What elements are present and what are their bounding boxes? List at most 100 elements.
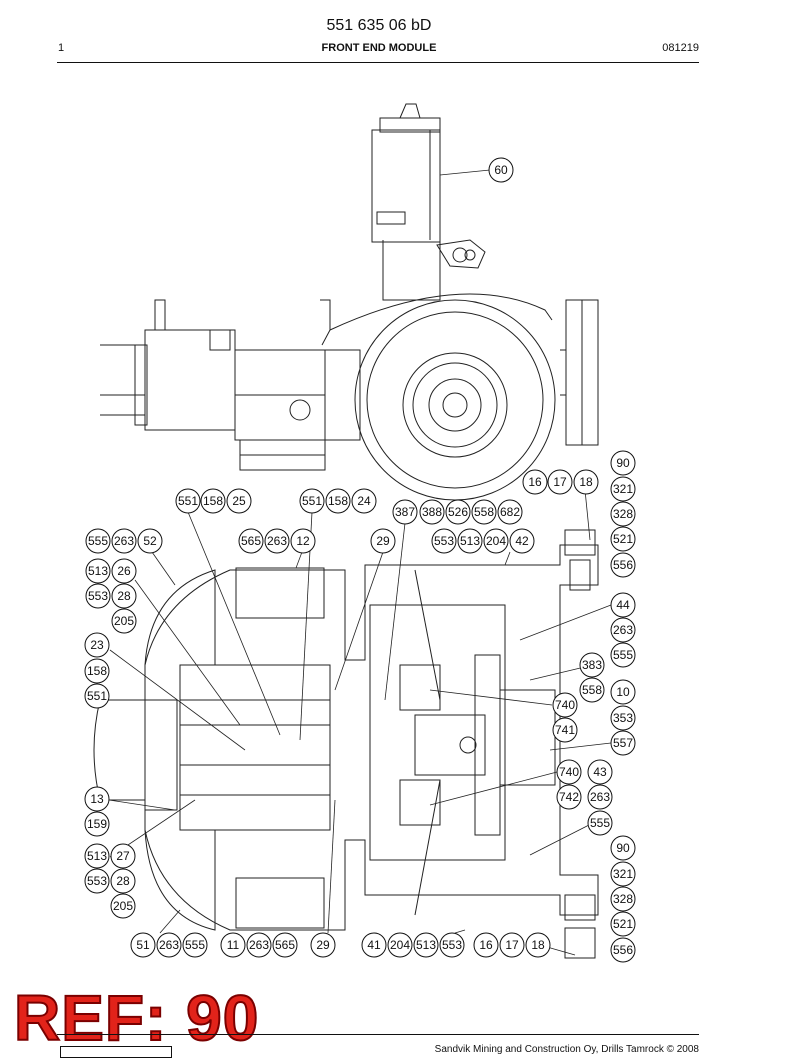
- callout-16: 16: [522, 469, 548, 495]
- callout-25: 25: [226, 488, 252, 514]
- svg-text:42: 42: [515, 534, 529, 548]
- callout-555: 555: [182, 932, 208, 958]
- callout-24: 24: [351, 488, 377, 514]
- svg-text:10: 10: [616, 685, 630, 699]
- svg-text:553: 553: [442, 938, 462, 952]
- svg-text:41: 41: [367, 938, 381, 952]
- svg-text:513: 513: [460, 534, 480, 548]
- svg-text:205: 205: [113, 899, 133, 913]
- callout-321: 321: [610, 476, 636, 502]
- callout-23: 23: [84, 632, 110, 658]
- svg-text:29: 29: [376, 534, 390, 548]
- callout-328: 328: [610, 501, 636, 527]
- svg-text:553: 553: [434, 534, 454, 548]
- svg-text:44: 44: [616, 598, 630, 612]
- callout-17: 17: [547, 469, 573, 495]
- callout-18: 18: [573, 469, 599, 495]
- callout-205: 205: [110, 893, 136, 919]
- callout-27: 27: [110, 843, 136, 869]
- svg-text:204: 204: [486, 534, 506, 548]
- callout-263: 263: [246, 932, 272, 958]
- svg-text:565: 565: [275, 938, 295, 952]
- svg-text:741: 741: [555, 723, 575, 737]
- svg-text:321: 321: [613, 867, 633, 881]
- callout-353: 353: [610, 705, 636, 731]
- callout-565: 565: [238, 528, 264, 554]
- callout-263: 263: [610, 617, 636, 643]
- svg-text:16: 16: [479, 938, 493, 952]
- svg-text:158: 158: [87, 664, 107, 678]
- svg-text:263: 263: [249, 938, 269, 952]
- svg-text:513: 513: [87, 849, 107, 863]
- callout-204: 204: [483, 528, 509, 554]
- callout-551: 551: [175, 488, 201, 514]
- callout-60: 60: [488, 157, 514, 183]
- svg-text:11: 11: [227, 938, 240, 952]
- callout-10: 10: [610, 679, 636, 705]
- callout-551: 551: [299, 488, 325, 514]
- callout-26: 26: [111, 558, 137, 584]
- callout-13: 13: [84, 786, 110, 812]
- callout-263: 263: [264, 528, 290, 554]
- callout-29: 29: [310, 932, 336, 958]
- sandvik-logo: [60, 1046, 172, 1058]
- date-code: 081219: [662, 42, 699, 54]
- svg-text:25: 25: [232, 494, 246, 508]
- callout-263: 263: [111, 528, 137, 554]
- svg-text:17: 17: [553, 475, 567, 489]
- svg-text:558: 558: [474, 505, 494, 519]
- svg-text:553: 553: [87, 874, 107, 888]
- callout-17: 17: [499, 932, 525, 958]
- callout-513: 513: [85, 558, 111, 584]
- callout-387: 387: [392, 499, 418, 525]
- svg-text:158: 158: [203, 494, 223, 508]
- callout-740: 740: [552, 692, 578, 718]
- callout-553: 553: [85, 583, 111, 609]
- callout-16: 16: [473, 932, 499, 958]
- callout-205: 205: [111, 608, 137, 634]
- callout-555: 555: [587, 810, 613, 836]
- callout-557: 557: [610, 730, 636, 756]
- svg-text:740: 740: [555, 698, 575, 712]
- callout-383: 383: [579, 652, 605, 678]
- svg-text:26: 26: [117, 564, 131, 578]
- callout-555: 555: [610, 642, 636, 668]
- svg-text:18: 18: [579, 475, 593, 489]
- svg-text:263: 263: [590, 790, 610, 804]
- page-number: 1: [58, 42, 65, 54]
- callout-41: 41: [361, 932, 387, 958]
- svg-text:388: 388: [422, 505, 442, 519]
- svg-text:555: 555: [613, 648, 633, 662]
- svg-text:52: 52: [143, 534, 157, 548]
- callout-328: 328: [610, 886, 636, 912]
- svg-text:556: 556: [613, 943, 633, 957]
- svg-text:263: 263: [114, 534, 134, 548]
- ref-stamp: REF: 90: [13, 982, 260, 1054]
- callout-28: 28: [110, 868, 136, 894]
- callout-526: 526: [445, 499, 471, 525]
- footer-rule: [57, 1034, 699, 1035]
- svg-text:158: 158: [328, 494, 348, 508]
- svg-text:29: 29: [316, 938, 330, 952]
- svg-text:353: 353: [613, 711, 633, 725]
- svg-text:521: 521: [613, 532, 633, 546]
- callout-42: 42: [509, 528, 535, 554]
- callout-388: 388: [419, 499, 445, 525]
- callout-29: 29: [370, 528, 396, 554]
- callout-741: 741: [552, 717, 578, 743]
- svg-text:159: 159: [87, 817, 107, 831]
- callout-553: 553: [431, 528, 457, 554]
- svg-text:18: 18: [531, 938, 545, 952]
- svg-text:204: 204: [390, 938, 410, 952]
- svg-text:24: 24: [357, 494, 371, 508]
- callout-558: 558: [579, 677, 605, 703]
- svg-text:27: 27: [116, 849, 130, 863]
- callout-682: 682: [497, 499, 523, 525]
- header-rule: [57, 62, 699, 63]
- svg-text:526: 526: [448, 505, 468, 519]
- svg-text:43: 43: [593, 765, 607, 779]
- callout-group: 60 551 158 25 551 158 24 387 388 526 558…: [84, 157, 636, 963]
- svg-text:387: 387: [395, 505, 415, 519]
- callout-553: 553: [439, 932, 465, 958]
